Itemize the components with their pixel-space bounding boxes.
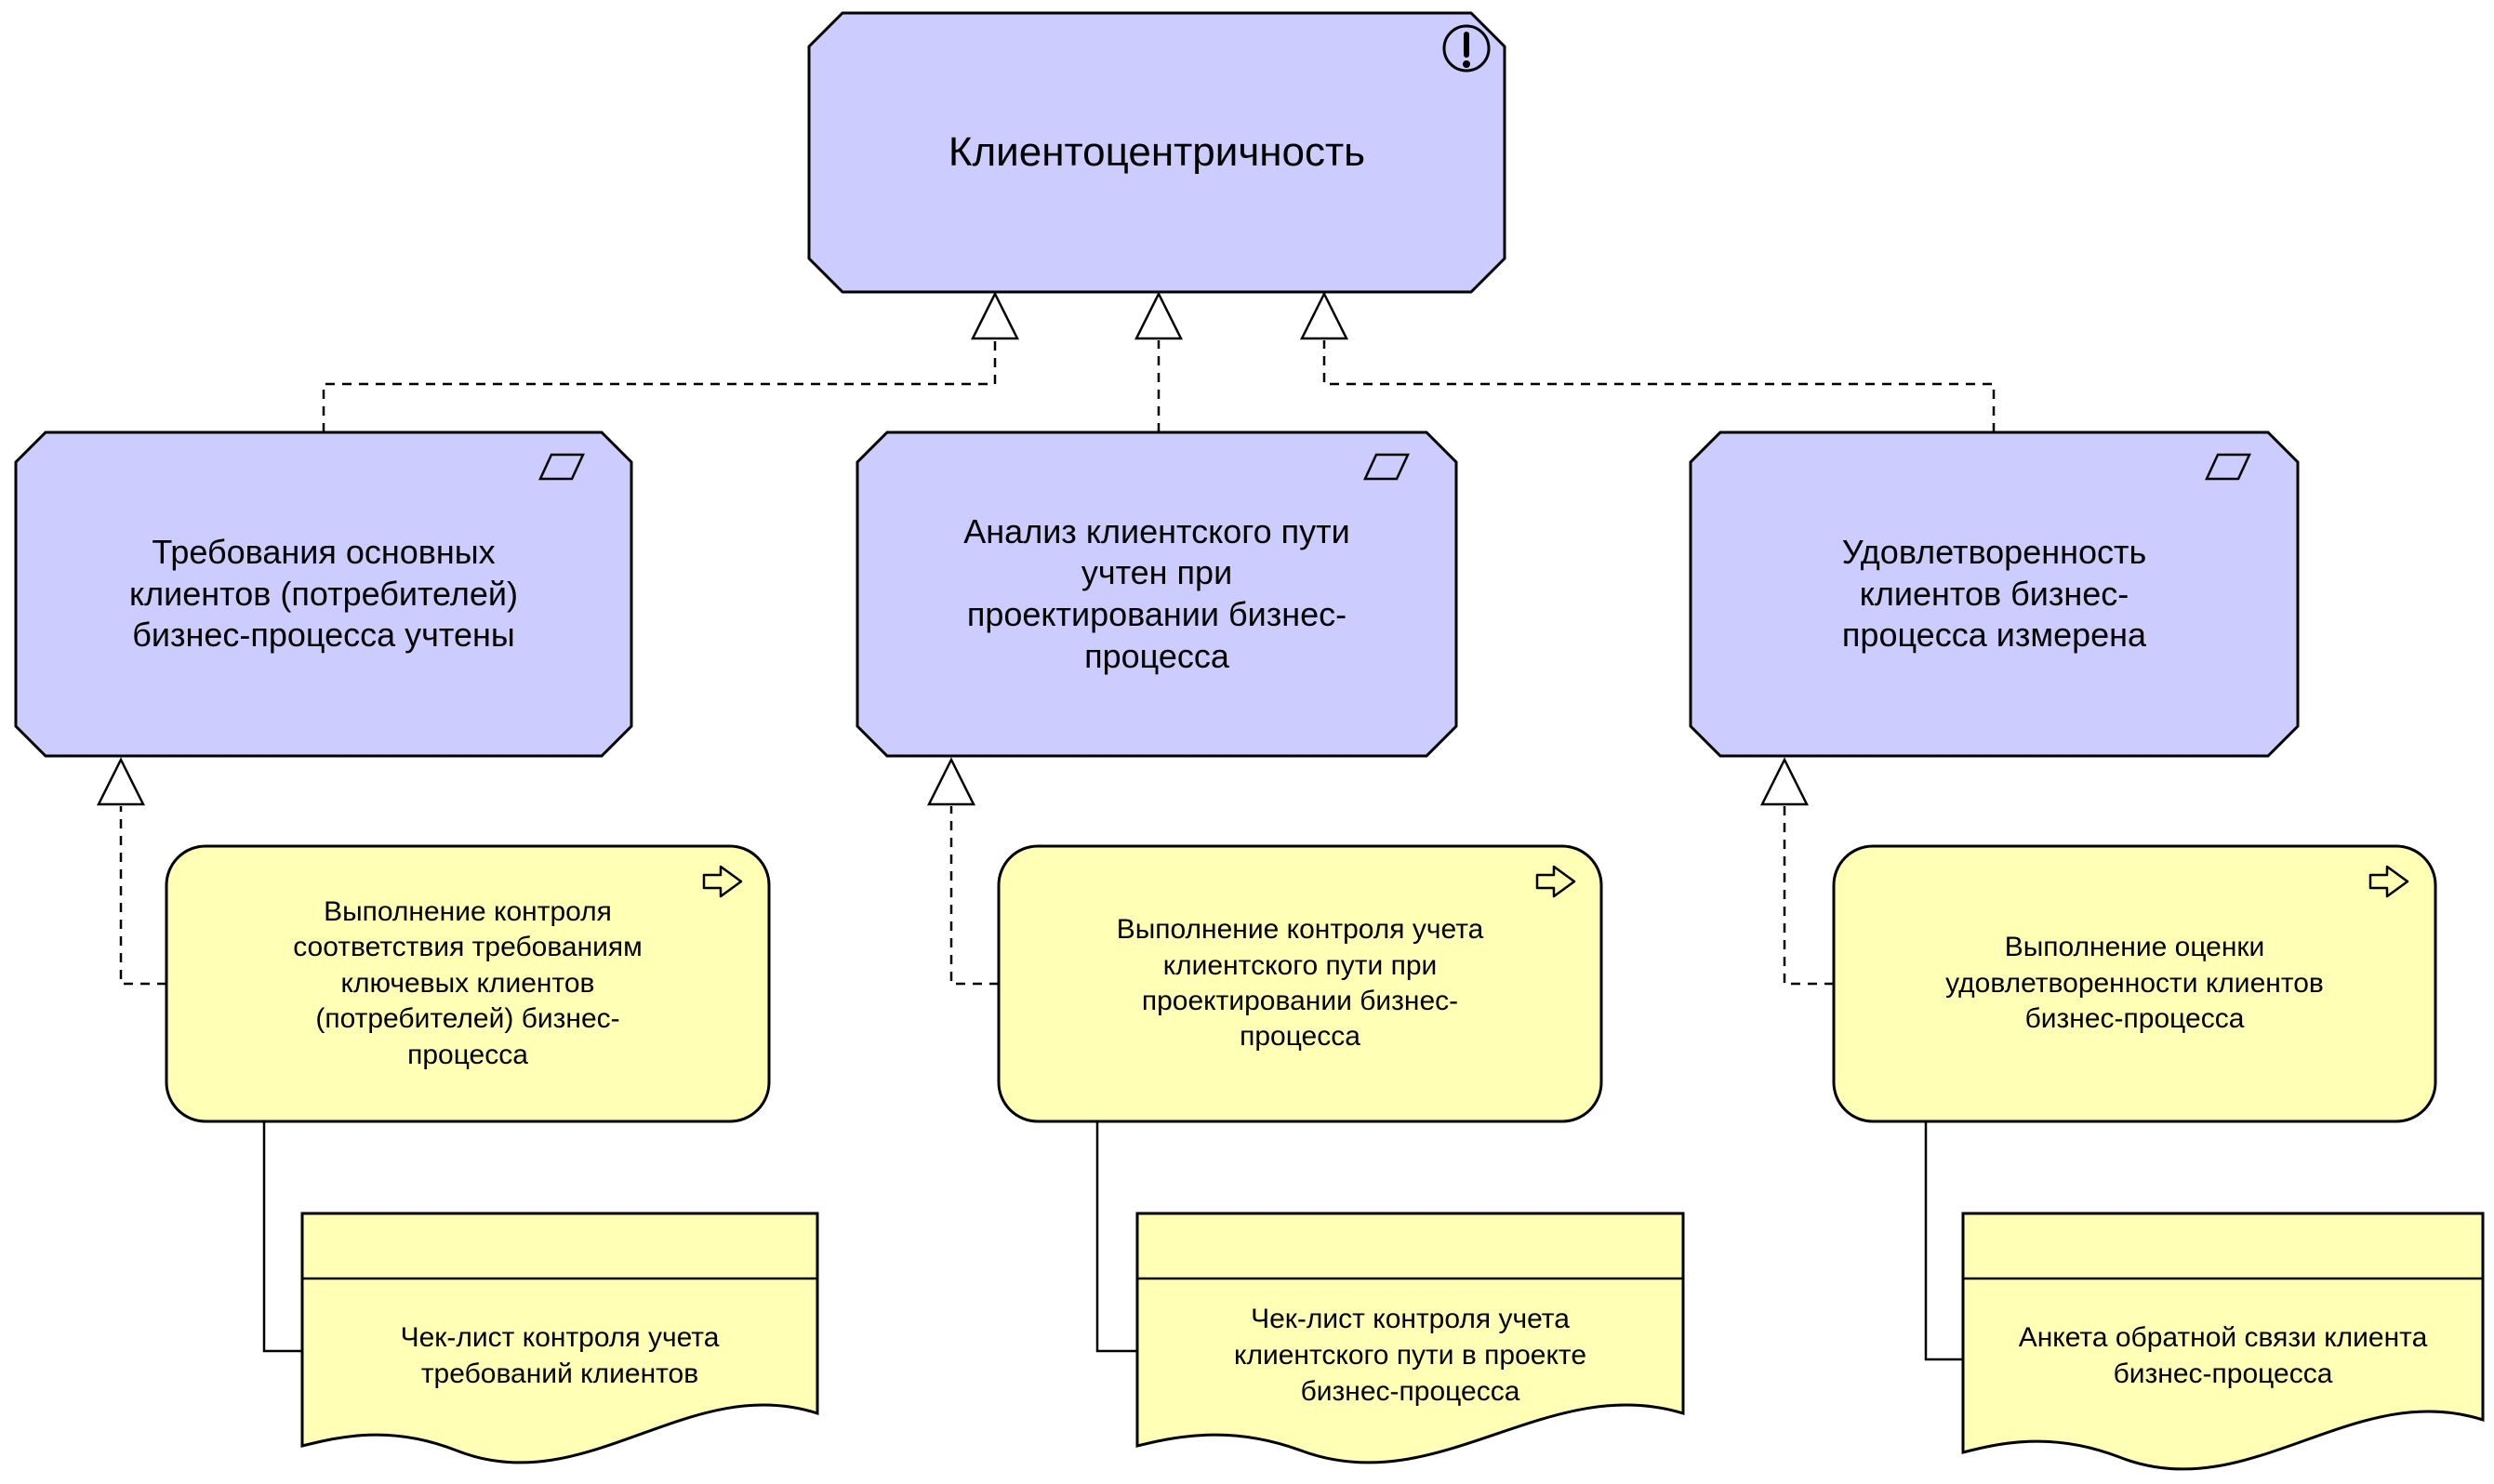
- realization-connector-req3-principle: [1322, 340, 1996, 432]
- requirement-node-1-shape[interactable]: [14, 431, 633, 758]
- process-node-1-shape[interactable]: [165, 844, 771, 1123]
- realization-arrowhead: [1299, 291, 1349, 340]
- requirement-node-2-shape[interactable]: [856, 431, 1458, 758]
- realization-arrowhead: [926, 757, 976, 806]
- realization-connector-proc2-req2: [949, 806, 999, 986]
- realization-arrowhead: [96, 757, 146, 806]
- requirement-node-3-shape[interactable]: [1689, 431, 2300, 758]
- association-connector-proc1-doc1: [262, 1121, 302, 1353]
- principle-node-shape[interactable]: [807, 11, 1506, 294]
- realization-connector-req1-principle: [322, 340, 997, 432]
- parallelogram-icon: [1363, 453, 1410, 481]
- exclamation-icon: [1442, 24, 1491, 73]
- representation-node-2-shape[interactable]: [1135, 1212, 1685, 1464]
- realization-arrowhead: [970, 291, 1020, 340]
- arrow-icon: [702, 865, 743, 898]
- representation-node-1-shape[interactable]: [300, 1212, 819, 1464]
- association-connector-proc3-doc3: [1924, 1121, 1963, 1361]
- parallelogram-icon: [538, 453, 585, 481]
- parallelogram-icon: [2205, 453, 2251, 481]
- realization-arrowhead: [1759, 757, 1810, 806]
- arrow-icon: [2368, 865, 2409, 898]
- process-node-2-shape[interactable]: [997, 844, 1603, 1123]
- process-node-3-shape[interactable]: [1832, 844, 2437, 1123]
- association-connector-proc2-doc2: [1095, 1121, 1137, 1353]
- realization-arrowhead: [1134, 291, 1184, 340]
- arrow-icon: [1535, 865, 1576, 898]
- realization-connector-proc3-req3: [1783, 806, 1834, 986]
- realization-connector-proc1-req1: [119, 806, 166, 986]
- representation-node-3-shape[interactable]: [1961, 1212, 2485, 1471]
